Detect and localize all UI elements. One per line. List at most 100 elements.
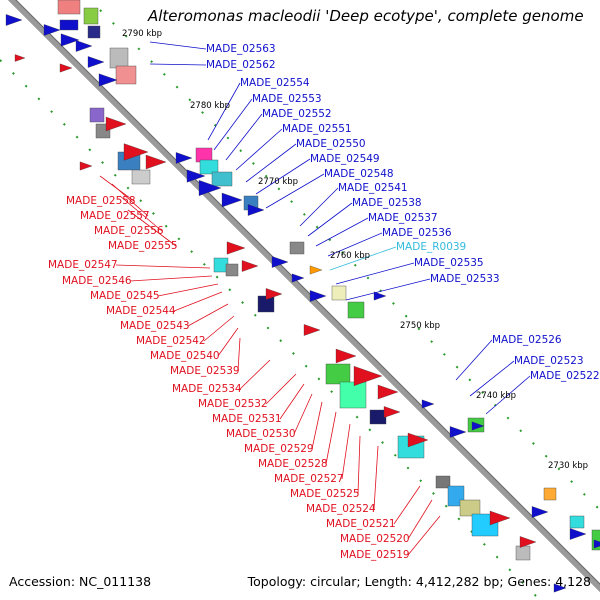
gene-block: [57, 0, 81, 15]
label-leader: [373, 445, 379, 510]
gene-label: MADE_02556: [94, 225, 164, 237]
label-leader: [293, 393, 313, 435]
gene-label: MADE_02558: [66, 195, 136, 207]
label-leader: [157, 283, 219, 297]
gene-block: [115, 65, 137, 85]
label-leader: [235, 128, 283, 171]
gene-arrow: [335, 348, 357, 364]
gene-labels: MADE_02563MADE_02562MADE_02554MADE_02553…: [48, 43, 600, 561]
gene-label: MADE_R0039: [396, 241, 466, 253]
label-leader: [245, 143, 297, 183]
gene-arrow: [87, 56, 105, 68]
gene-label: MADE_02542: [136, 335, 206, 347]
gene-arrow: [471, 421, 485, 431]
gene-label: MADE_02551: [282, 123, 352, 135]
gene-block: [59, 19, 79, 31]
gene-label: MADE_02547: [48, 259, 118, 271]
gene-arrow: [145, 154, 167, 170]
gene-arrow: [175, 152, 193, 164]
gene-label: MADE_02523: [514, 355, 584, 367]
gene-arrow: [221, 192, 243, 208]
label-leader: [335, 262, 415, 285]
gene-arrow: [291, 273, 305, 283]
gene-label: MADE_02537: [368, 212, 438, 224]
gene-arrow: [14, 54, 26, 62]
gene-block: [347, 301, 365, 319]
gene-block: [289, 241, 305, 255]
gene-label: MADE_02554: [240, 77, 310, 89]
gene-label: MADE_02552: [262, 108, 332, 120]
gene-arrow: [407, 432, 429, 448]
track-dots-inner: [0, 59, 541, 600]
gene-label: MADE_02520: [340, 533, 410, 545]
gene-arrow: [383, 406, 401, 418]
label-leader: [217, 327, 239, 357]
gene-arrow: [353, 365, 383, 387]
label-leader: [173, 291, 223, 312]
gene-label: MADE_02541: [338, 182, 408, 194]
gene-block: [459, 499, 481, 517]
gene-arrow: [43, 24, 61, 36]
gene-label: MADE_02525: [290, 488, 360, 500]
gene-block: [339, 381, 367, 409]
gene-block: [131, 169, 151, 185]
scale-mark-label: 2780 kbp: [190, 101, 230, 111]
label-leader: [187, 303, 229, 327]
gene-features: [5, 0, 600, 593]
label-leader: [357, 435, 361, 495]
gene-block: [87, 25, 101, 39]
gene-block: [225, 263, 239, 277]
label-leader: [315, 217, 369, 247]
label-leader: [329, 246, 397, 271]
label-leader: [307, 202, 353, 237]
scale-mark-label: 2760 kbp: [330, 251, 370, 261]
scale-mark-label: 2730 kbp: [548, 461, 588, 471]
gene-label: MADE_02545: [90, 290, 160, 302]
gene-arrow: [309, 265, 323, 275]
gene-arrow: [265, 288, 283, 300]
gene-arrow: [186, 169, 206, 183]
gene-block: [89, 107, 105, 123]
gene-block: [331, 285, 347, 301]
label-leader: [311, 401, 323, 450]
label-leader: [255, 158, 311, 195]
label-leader: [213, 98, 253, 151]
gene-arrow: [593, 539, 600, 549]
label-leader: [127, 209, 177, 247]
label-leader: [265, 373, 297, 405]
scale-mark-label: 2790 kbp: [122, 29, 162, 39]
gene-block: [543, 487, 557, 501]
gene-block: [515, 545, 531, 561]
gene-label: MADE_02529: [244, 443, 314, 455]
label-leader: [345, 278, 431, 301]
gene-label: MADE_02532: [198, 398, 268, 410]
label-leader: [111, 183, 149, 217]
gene-block: [569, 515, 585, 529]
gene-arrow: [421, 399, 435, 409]
label-leader: [485, 375, 531, 415]
gene-label: MADE_02544: [106, 305, 176, 317]
label-leader: [393, 485, 421, 525]
gene-block: [199, 159, 219, 175]
gene-label: MADE_02546: [62, 275, 132, 287]
gene-label: MADE_02536: [382, 227, 452, 239]
gene-label: MADE_02524: [306, 503, 376, 515]
gene-arrow: [79, 161, 93, 171]
label-leader: [149, 63, 207, 66]
gene-label: MADE_02548: [324, 168, 394, 180]
label-leaders: [99, 41, 531, 556]
scale-mark-label: 2770 kbp: [258, 177, 298, 187]
gene-label: MADE_02521: [326, 518, 396, 530]
label-leader: [325, 411, 337, 465]
gene-arrow: [247, 204, 265, 216]
gene-block: [369, 409, 387, 425]
gene-label: MADE_02526: [492, 334, 562, 346]
gene-label: MADE_02533: [430, 273, 500, 285]
scale-mark-label: 2750 kbp: [400, 321, 440, 331]
genome-summary: Topology: circular; Length: 4,412,282 bp…: [247, 574, 591, 589]
label-leader: [119, 195, 163, 232]
gene-arrow: [105, 116, 127, 132]
gene-block: [435, 475, 451, 489]
label-leader: [407, 499, 433, 540]
